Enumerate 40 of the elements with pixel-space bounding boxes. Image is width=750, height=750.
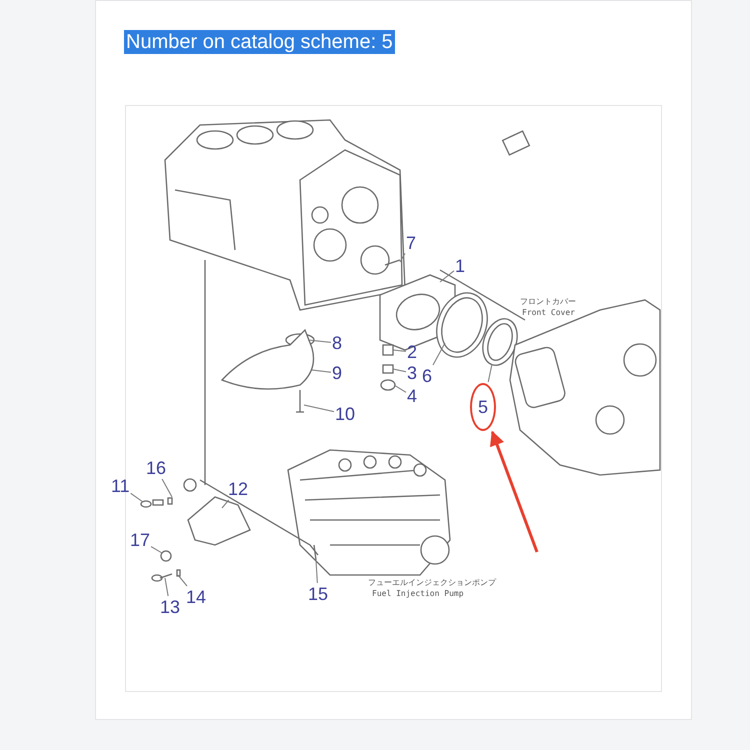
leader-line xyxy=(222,500,230,508)
callout-number: 13 xyxy=(160,597,180,617)
leader-line xyxy=(178,574,188,586)
callout-number: 16 xyxy=(146,458,166,478)
callout-number: 1 xyxy=(455,256,466,276)
callout-number: 6 xyxy=(422,366,432,386)
callout-number: 17 xyxy=(130,530,150,550)
callout-number: 8 xyxy=(332,333,342,353)
callout-number: 3 xyxy=(407,363,418,383)
leader-line xyxy=(316,560,318,584)
leader-line xyxy=(164,578,169,596)
leader-line xyxy=(308,340,332,343)
leader-line xyxy=(130,492,144,502)
part-label: Front Cover xyxy=(522,308,575,318)
callout-number: 9 xyxy=(332,363,342,383)
callout-number: 14 xyxy=(186,587,206,607)
callout-number: 10 xyxy=(335,404,356,424)
part-label: Fuel Injection Pump xyxy=(372,589,464,599)
callout-number: 2 xyxy=(407,342,418,362)
callout-number: 12 xyxy=(228,479,248,499)
leader-line xyxy=(304,404,334,412)
part-label: フューエルインジェクションポンプ xyxy=(368,578,496,588)
leader-line xyxy=(488,364,492,382)
arrow xyxy=(490,430,538,553)
leader-line xyxy=(440,270,454,282)
callout-number: 15 xyxy=(308,584,328,604)
leader-line xyxy=(400,252,406,262)
callout-number: 11 xyxy=(111,476,130,496)
leader-line xyxy=(150,546,162,554)
callout-number: 4 xyxy=(407,386,418,406)
leader-line xyxy=(432,342,446,366)
part-label: フロントカバー xyxy=(520,297,576,307)
callout-number: 7 xyxy=(406,233,416,253)
leader-line xyxy=(392,350,406,352)
leader-line xyxy=(392,368,406,372)
leader-line xyxy=(312,370,332,373)
page-heading: Number on catalog scheme: 5 xyxy=(124,30,395,54)
leader-line xyxy=(394,384,406,393)
leader-line xyxy=(162,478,172,498)
circled-callout-number: 5 xyxy=(470,383,496,431)
